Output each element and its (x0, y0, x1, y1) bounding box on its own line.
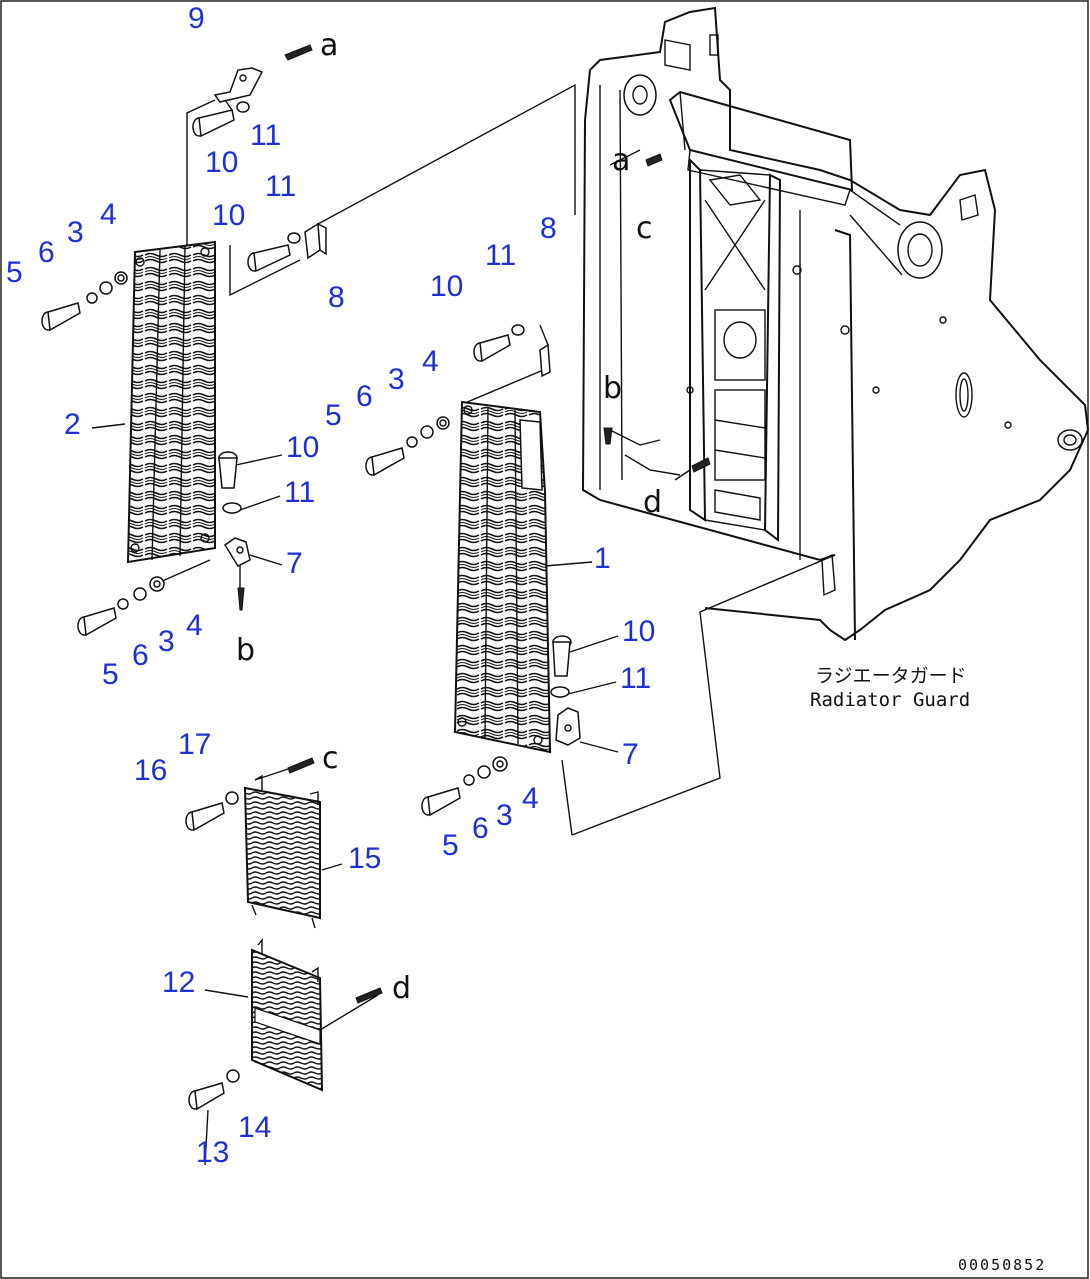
label-15: 15 (348, 842, 381, 875)
hardware-set-center-lower (421, 756, 508, 817)
label-10: 10 (286, 431, 319, 464)
label-leaders (91, 423, 619, 998)
part-8-bracket-upper (304, 222, 327, 260)
label-14: 14 (238, 1111, 271, 1144)
label-10: 10 (622, 615, 655, 648)
frame-letter-c: c (636, 211, 653, 246)
bolt-10-middle (473, 334, 511, 363)
bolt-10-second (247, 244, 291, 273)
frame-letter-d: d (643, 485, 662, 520)
label-11: 11 (620, 662, 651, 695)
bolt-13 (188, 1082, 225, 1111)
letter-d: d (392, 971, 411, 1006)
part-2-grille (126, 240, 216, 564)
label-4: 4 (186, 609, 203, 642)
label-17: 17 (178, 728, 211, 761)
caption-english: Radiator Guard (810, 689, 970, 711)
label-5: 5 (102, 658, 119, 691)
part-7-bracket-left (223, 537, 251, 567)
washer-11-left (222, 502, 242, 514)
part-9-bracket (213, 67, 264, 111)
hardware-set-left-upper (41, 271, 128, 332)
arrow-c (287, 757, 315, 774)
label-11: 11 (284, 476, 315, 509)
frame-letter-a: a (612, 143, 630, 178)
part-number-labels: 9 11 10 10 11 8 5 6 3 4 2 10 11 7 4 3 6 … (6, 2, 655, 1169)
label-3: 3 (388, 363, 405, 396)
label-6: 6 (472, 812, 489, 845)
letter-b-left: b (236, 633, 255, 668)
hardware-set-middle (365, 416, 450, 477)
label-6: 6 (132, 639, 149, 672)
label-1: 1 (594, 542, 611, 575)
label-6: 6 (356, 380, 373, 413)
part-7-bracket-right (555, 707, 581, 746)
label-4: 4 (522, 782, 539, 815)
washer-11-second (287, 232, 301, 244)
washer-11-top (236, 101, 250, 113)
caption-japanese: ラジエータガード (815, 665, 967, 687)
hardware-set-left-lower (77, 576, 165, 637)
letter-c: c (322, 741, 339, 776)
arrow-d (355, 987, 383, 1004)
label-10: 10 (430, 270, 463, 303)
bolt-10-vertical-left (218, 451, 238, 489)
label-11: 11 (250, 119, 281, 152)
part-15-mesh-guard (243, 774, 321, 929)
bolt-10-top (192, 109, 235, 138)
label-4: 4 (100, 198, 117, 231)
arrow-b-left (237, 587, 245, 611)
part-12-mesh-guard (251, 938, 324, 1092)
label-10: 10 (205, 146, 238, 179)
label-7: 7 (286, 547, 303, 580)
letter-a-top: a (320, 28, 338, 63)
label-3: 3 (67, 216, 84, 249)
washer-11-middle (511, 324, 525, 336)
frame-letter-b: b (603, 371, 622, 406)
bolt-10-vertical-right (552, 635, 572, 677)
label-8: 8 (328, 281, 345, 314)
label-4: 4 (422, 345, 439, 378)
drawing-code: 00050852 (958, 1256, 1046, 1274)
label-3: 3 (496, 799, 513, 832)
label-5: 5 (6, 256, 23, 289)
label-5: 5 (325, 399, 342, 432)
arrow-a-top (284, 44, 313, 61)
part-1-grille (453, 400, 552, 754)
label-3: 3 (158, 625, 175, 658)
label-10: 10 (212, 199, 245, 232)
label-13: 13 (196, 1136, 229, 1169)
radiator-guard-frame (581, 6, 1090, 642)
label-11: 11 (485, 239, 516, 272)
label-8: 8 (540, 212, 557, 245)
label-12: 12 (162, 966, 195, 999)
washer-11-right (550, 686, 570, 698)
washer-17 (225, 791, 239, 805)
label-5: 5 (442, 829, 459, 862)
bolt-16 (185, 802, 225, 832)
washer-14 (226, 1069, 240, 1083)
label-16: 16 (134, 754, 167, 787)
label-9: 9 (188, 2, 205, 35)
label-7: 7 (622, 738, 639, 771)
label-11: 11 (265, 170, 296, 203)
label-2: 2 (64, 408, 81, 441)
part-8-bracket-middle (539, 324, 551, 378)
label-6: 6 (38, 236, 55, 269)
